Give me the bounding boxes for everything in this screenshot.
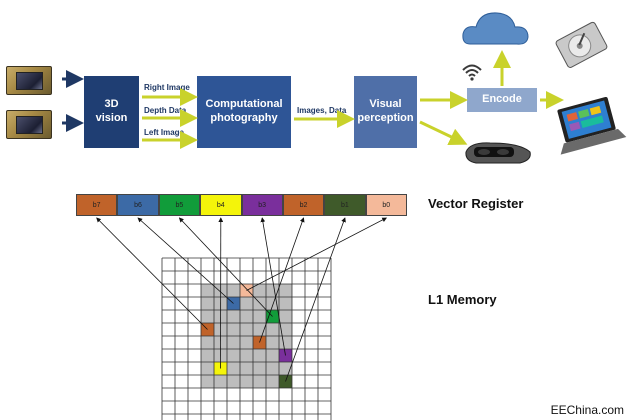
visual-perception-label: Visual perception	[357, 98, 414, 124]
encode-block: Encode	[467, 88, 537, 112]
watermark-text: EEChina.com	[550, 403, 624, 417]
load-arrow-b7	[96, 217, 208, 330]
vector-register-title: Vector Register	[428, 196, 524, 211]
register-cell-b3: b3	[241, 194, 283, 216]
left-image-label: Left Image	[144, 128, 185, 137]
to-headset-arrow	[419, 120, 468, 145]
register-cell-b6: b6	[117, 194, 159, 216]
camera-sensor-icon	[6, 110, 52, 139]
tablet-icon	[557, 96, 627, 155]
images-data-label: Images, Data	[297, 106, 347, 115]
lower-panel	[68, 178, 562, 420]
load-arrow-b6	[137, 217, 234, 304]
encode-label: Encode	[482, 93, 522, 106]
register-cell-b1: b1	[324, 194, 366, 216]
load-arrow-b3	[260, 217, 286, 356]
register-cell-b0: b0	[365, 194, 407, 216]
wifi-icon	[462, 64, 482, 81]
load-arrow-b5	[178, 217, 273, 317]
visual-perception-block: Visual perception	[354, 76, 417, 148]
load-arrow-b2	[259, 217, 305, 343]
computational-photography-label: Computational photography	[205, 98, 283, 124]
computational-photography-block: Computational photography	[197, 76, 291, 148]
l1-memory-title: L1 Memory	[428, 292, 497, 307]
pipeline-arrows	[62, 12, 627, 164]
3d-vision-block: 3D vision	[84, 76, 139, 148]
3d-vision-label: 3D vision	[95, 98, 128, 124]
register-cell-b5: b5	[158, 194, 201, 216]
vr-headset-icon	[465, 142, 531, 164]
load-arrow-b0	[246, 217, 388, 291]
load-arrow-b1	[285, 217, 346, 382]
right-image-label: Right Image	[144, 83, 190, 92]
hard-drive-icon	[555, 21, 608, 68]
register-cell-b7: b7	[76, 194, 118, 216]
camera-sensor-icon	[6, 66, 52, 95]
register-cell-b2: b2	[282, 194, 325, 216]
depth-data-label: Depth Data	[144, 106, 187, 115]
register-cell-b4: b4	[200, 194, 242, 216]
cloud-icon	[462, 12, 529, 45]
